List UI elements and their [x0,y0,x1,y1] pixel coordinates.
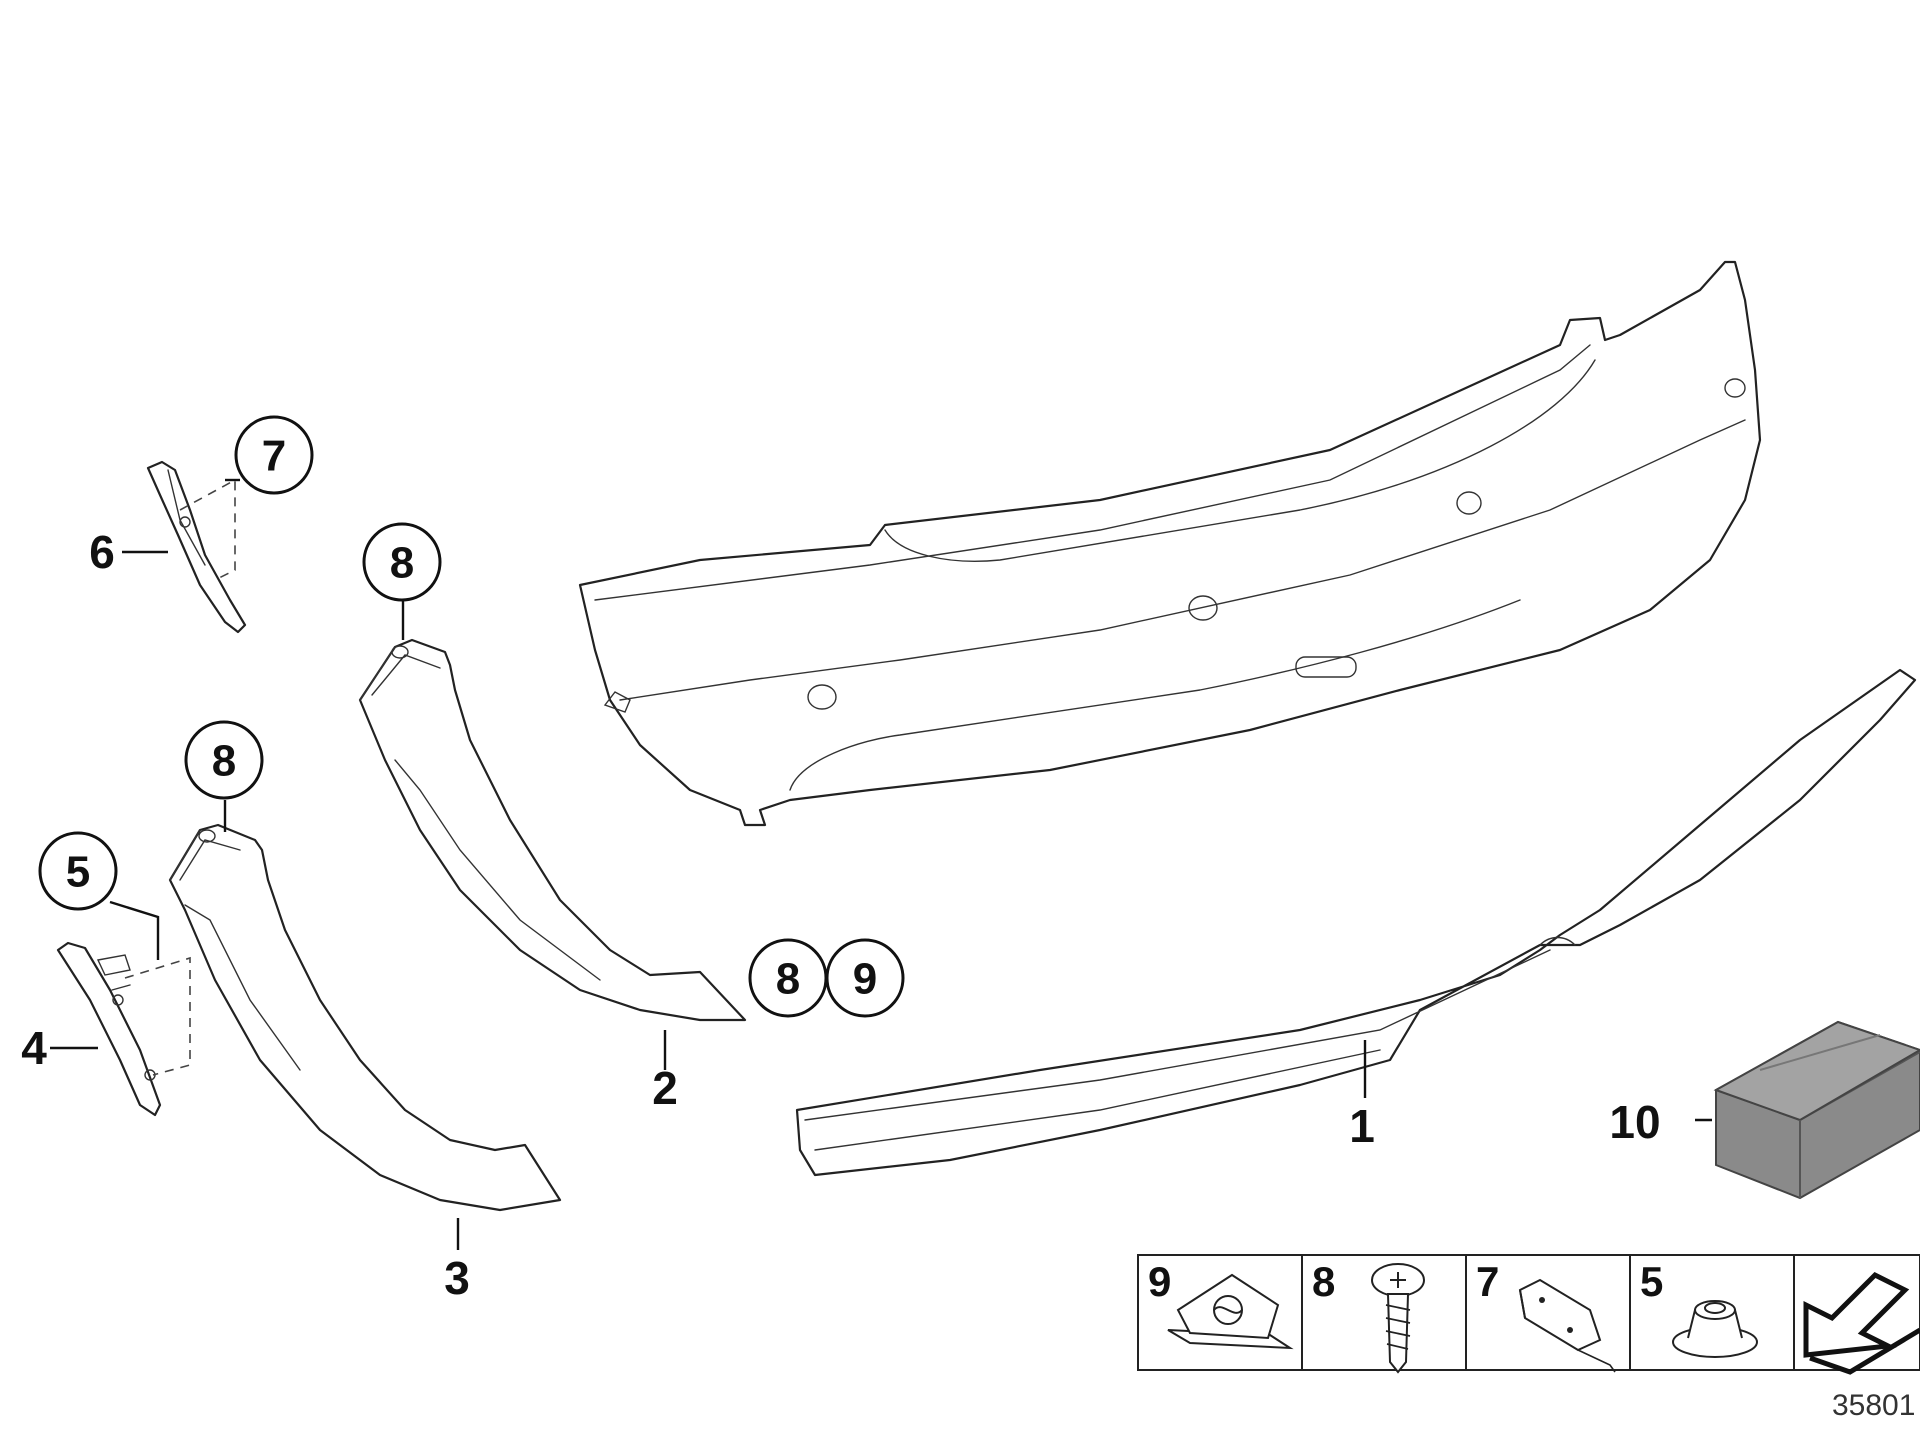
callout-8-top: 8 [362,522,442,602]
svg-text:5: 5 [66,848,90,897]
fastener-legend: 9 8 7 5 [1137,1254,1920,1375]
bracket-clip-icon [1518,1278,1616,1373]
grommet-icon [1672,1300,1758,1358]
screw-icon [1371,1263,1425,1374]
part-label-3: 3 [444,1252,470,1304]
bracket-part-6 [146,460,247,634]
lower-trim-part-3 [168,823,562,1212]
svg-text:9: 9 [853,955,877,1004]
callout-7: 7 [234,415,314,495]
arrow-icon [1803,1271,1920,1375]
part-label-4: 4 [21,1022,47,1074]
box-icon [1713,1020,1920,1200]
part-label-2: 2 [652,1062,678,1114]
legend-label-7: 7 [1476,1258,1499,1305]
part-label-6: 6 [89,526,115,578]
reflector-bracket-part-4 [56,941,162,1117]
dashed-guide-7 [179,478,236,581]
legend-label-9: 9 [1148,1258,1171,1305]
callout-5: 5 [38,831,118,911]
part-label-1: 1 [1349,1100,1375,1152]
svg-text:8: 8 [390,539,414,588]
rear-bumper-assembly [578,260,1762,827]
legend-label-8: 8 [1312,1258,1335,1305]
diagram-reference-number: 35801 [1832,1389,1915,1422]
side-trim-part-2 [358,638,747,1022]
callout-8-pair: 8 [748,938,828,1018]
clip-nut-icon [1167,1273,1294,1350]
part-label-10: 10 [1609,1096,1660,1148]
callout-9-pair: 9 [825,938,905,1018]
svg-text:8: 8 [776,955,800,1004]
rear-trim-strip-part-1 [795,668,1917,1177]
callout-8-middle: 8 [184,720,264,800]
dashed-guide-5 [124,956,191,1076]
legend-label-5: 5 [1640,1258,1663,1305]
svg-text:7: 7 [262,432,286,481]
svg-text:8: 8 [212,737,236,786]
